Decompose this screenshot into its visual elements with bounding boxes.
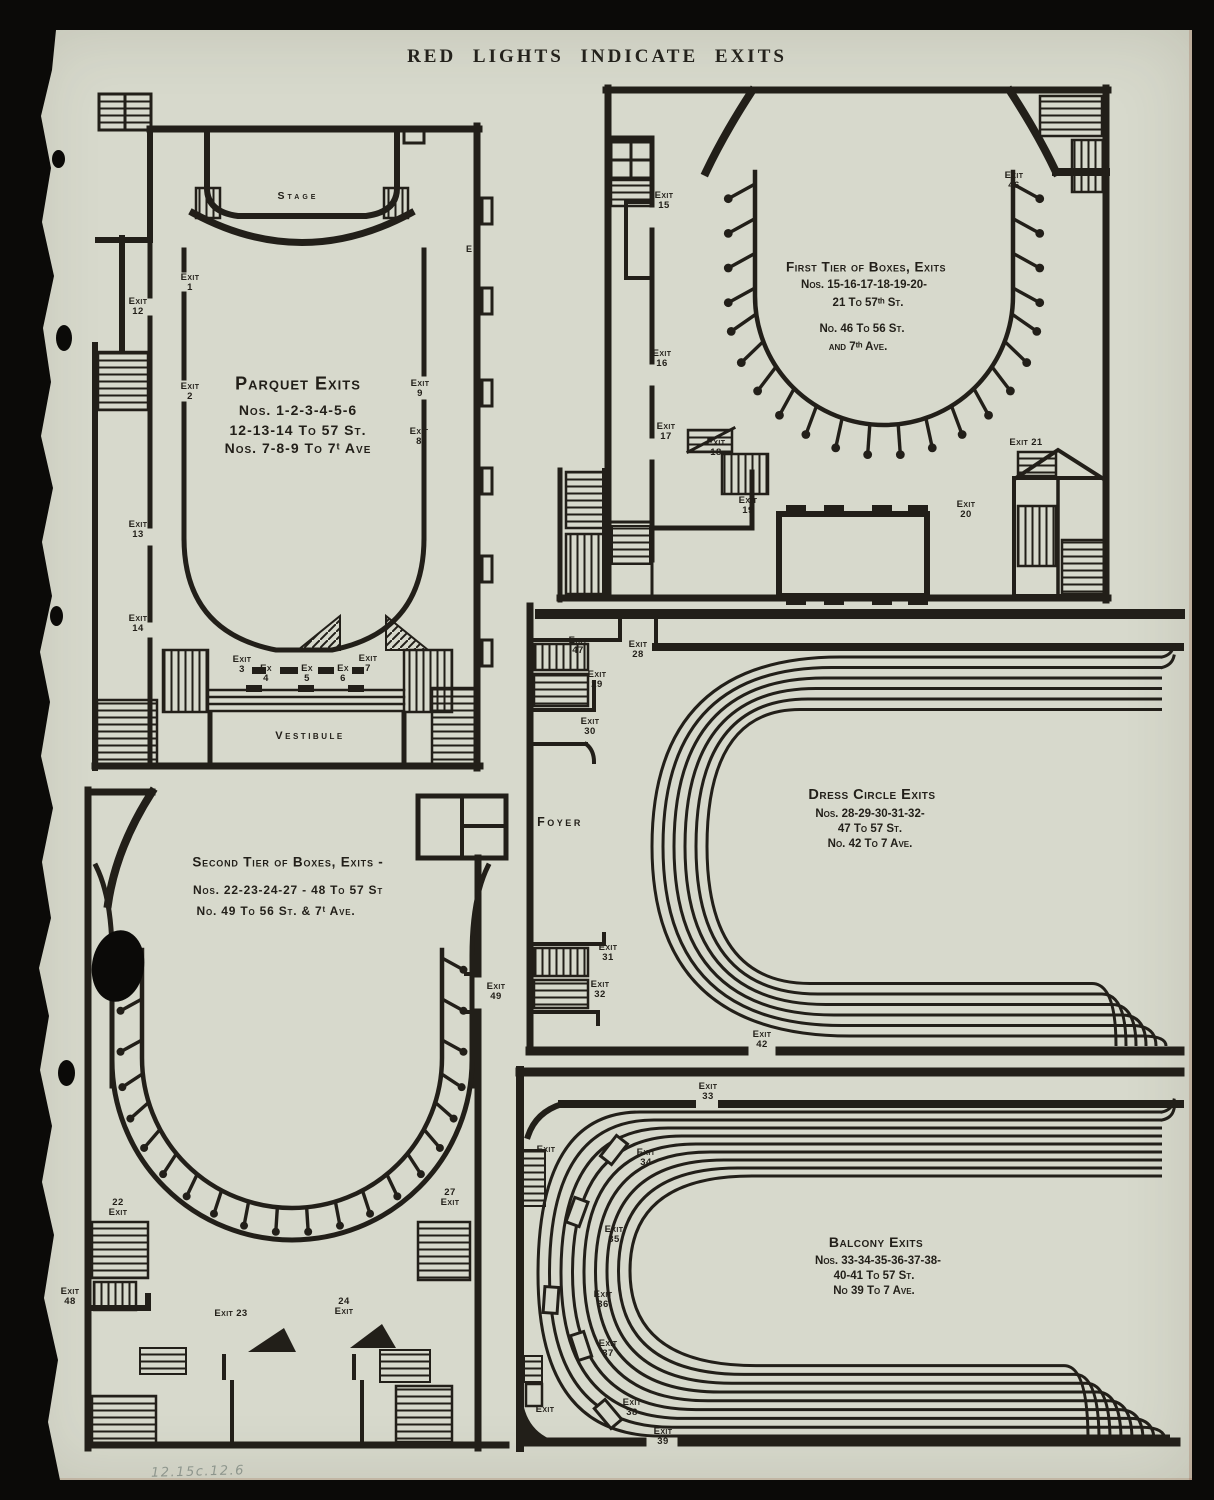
first-tier-plan bbox=[556, 84, 1112, 605]
paper-tear-hole bbox=[58, 1060, 75, 1086]
handwritten-catalog-note: 12.15c.12.6 bbox=[150, 1463, 246, 1481]
dress-circle-plan bbox=[525, 602, 1185, 1056]
paper-tear-hole bbox=[50, 606, 63, 626]
paper-tear-hole bbox=[56, 325, 72, 351]
stage-outline bbox=[204, 128, 400, 219]
parquet-plan bbox=[91, 92, 494, 772]
first-tier-box-front bbox=[752, 169, 1016, 428]
paper-sheet bbox=[39, 30, 1192, 1480]
page-title: RED LIGHTS INDICATE EXITS bbox=[407, 46, 787, 67]
second-tier-plan bbox=[84, 786, 510, 1452]
seating-row-curves bbox=[536, 655, 1170, 1441]
second-tier-box-front bbox=[139, 947, 445, 1211]
box-divider-fans bbox=[116, 182, 1045, 1236]
stage-block bbox=[776, 511, 930, 599]
parquet-seating-boundary bbox=[181, 247, 427, 653]
paper-tear-hole bbox=[52, 150, 65, 168]
balcony-plan bbox=[515, 1066, 1185, 1452]
stage-apron bbox=[188, 208, 416, 246]
balcony-door-markers bbox=[541, 1133, 630, 1431]
